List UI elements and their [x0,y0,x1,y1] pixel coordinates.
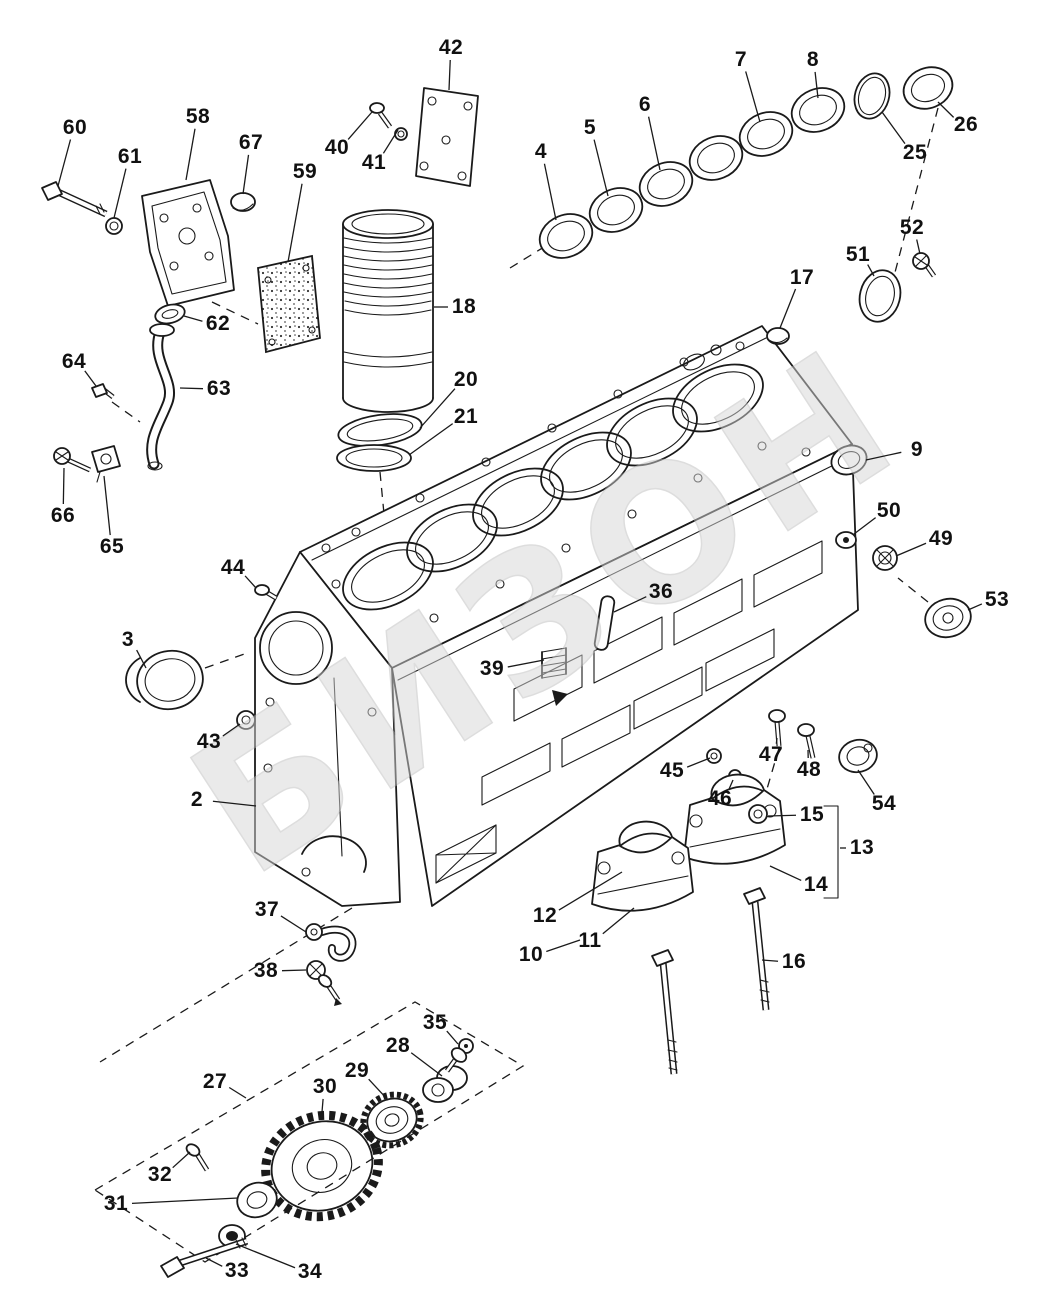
cover-plate-42 [415,87,479,187]
nut-15 [748,804,768,824]
seal-ring-62 [154,303,186,325]
pin-36 [593,595,616,651]
washer-61 [105,217,123,235]
plug-49 [872,545,898,571]
seal-9 [830,444,868,476]
washer-41 [394,127,408,141]
plug-67 [230,192,256,212]
plug-45 [706,748,722,764]
bearing-cup-3 [125,649,204,711]
bearing-shell-8 [790,87,846,133]
bolt-66 [53,447,92,473]
washer-31 [236,1181,278,1219]
gasket-59 [257,254,321,354]
cup-50 [835,531,857,549]
engine-block [254,325,859,907]
clamp-37 [305,923,357,962]
bearing-ring-26 [902,66,954,110]
bearing-shell [688,135,744,181]
bolt-48 [797,723,816,759]
plug-43 [236,710,256,730]
cup-plug-53 [924,597,972,639]
bearing-shell-6 [638,161,694,207]
screw-52 [912,252,937,278]
bearing-shell-4 [538,213,594,259]
bolt-60 [41,181,108,218]
bolt-38 [306,960,342,1006]
bolt-33 [160,1237,249,1278]
screw-40 [369,102,393,129]
liner-seal-ring-21 [336,444,412,472]
leader-lines [57,59,983,1269]
bolt-35 [444,1038,474,1073]
hub-28 [422,1065,468,1103]
oil-tube-63 [146,323,175,471]
bracket-13 [823,805,839,899]
plug-17 [766,327,790,345]
bolt-47 [768,709,786,747]
idler-gear-30 [261,1110,383,1222]
front-cover-58 [141,179,235,307]
bearing-cap-front-11 [591,820,694,912]
seal-ring-25 [853,72,891,120]
bearing-cap-rear-14 [683,773,786,865]
screw-32 [185,1143,210,1172]
cap-bolt [651,949,678,1075]
cylinder-liner-18 [342,209,434,413]
bearing-shell-5 [588,187,644,233]
plug-64 [91,383,115,399]
plug-54 [838,738,878,774]
main-bearing-shells [538,66,954,259]
cover-51 [858,269,902,323]
cap-bolt-16 [743,887,770,1011]
spring-39 [541,647,568,706]
bracket-65 [91,445,121,483]
stud-44 [254,584,278,601]
